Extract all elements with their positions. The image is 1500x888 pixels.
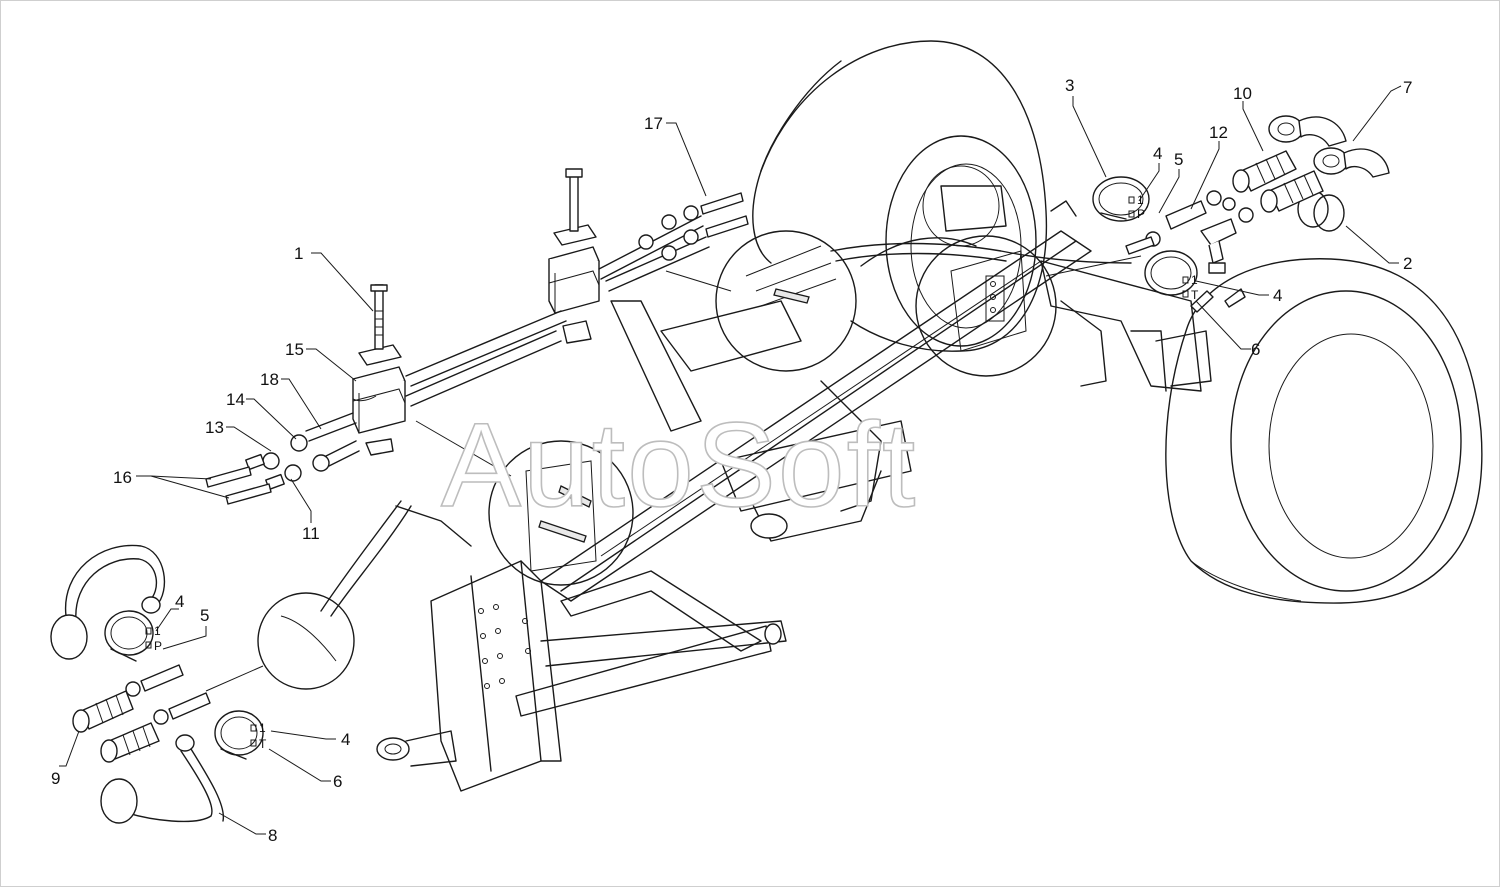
svg-text:P: P [154, 639, 162, 653]
front-coupling-group [50, 544, 264, 824]
callout-4-left-upper[interactable]: 4 [175, 592, 184, 611]
svg-text:1: 1 [154, 624, 161, 638]
port-tag-upper-right-p: 1 P [1128, 193, 1145, 221]
port-tag-right-t: 1 T [1182, 273, 1199, 302]
callout-1[interactable]: 1 [294, 244, 303, 263]
callout-3[interactable]: 3 [1065, 76, 1074, 95]
callout-14[interactable]: 14 [226, 390, 245, 409]
callout-15[interactable]: 15 [285, 340, 304, 359]
callout-4-left-lower[interactable]: 4 [341, 730, 350, 749]
watermark-text: AutoSoft [441, 398, 917, 532]
callout-10[interactable]: 10 [1233, 84, 1252, 103]
callout-11[interactable]: 11 [302, 524, 320, 543]
callout-16[interactable]: 16 [113, 468, 132, 487]
rear-coupling-group [1092, 115, 1390, 313]
pipe-bracket-assembly [205, 168, 749, 505]
callout-7[interactable]: 7 [1403, 78, 1412, 97]
callout-12[interactable]: 12 [1209, 123, 1228, 142]
callout-8[interactable]: 8 [268, 826, 277, 845]
callout-5-upper-right[interactable]: 5 [1174, 150, 1183, 169]
port-tag-left-t: 1 T [250, 721, 267, 751]
callout-2[interactable]: 2 [1403, 254, 1412, 273]
svg-text:T: T [1191, 288, 1199, 302]
callout-6-right[interactable]: 6 [1251, 340, 1260, 359]
upper-wheel [752, 40, 1048, 352]
detail-circles [205, 230, 1142, 692]
svg-text:1: 1 [1191, 273, 1198, 287]
svg-text:P: P [1137, 207, 1145, 221]
port-tags: 1 P 1 T 1 P 1 T [145, 193, 1199, 751]
callout-17[interactable]: 17 [644, 114, 663, 133]
callout-18[interactable]: 18 [260, 370, 279, 389]
callout-13[interactable]: 13 [205, 418, 224, 437]
lower-wheel [1165, 258, 1483, 604]
callout-4-right[interactable]: 4 [1273, 286, 1282, 305]
callout-9[interactable]: 9 [51, 769, 60, 788]
svg-text:1: 1 [1137, 193, 1144, 207]
chassis-frame [320, 185, 1212, 792]
callout-4-upper-right[interactable]: 4 [1153, 144, 1162, 163]
svg-text:1: 1 [259, 721, 266, 735]
callout-leaders [59, 85, 1402, 835]
svg-text:T: T [259, 737, 267, 751]
callout-5-left[interactable]: 5 [200, 606, 209, 625]
port-tag-left-p: 1 P [145, 624, 162, 653]
callout-numbers: 1 2 3 4 4 4 4 5 5 6 6 7 8 9 10 11 12 13 … [51, 76, 1412, 845]
callout-6-left[interactable]: 6 [333, 772, 342, 791]
